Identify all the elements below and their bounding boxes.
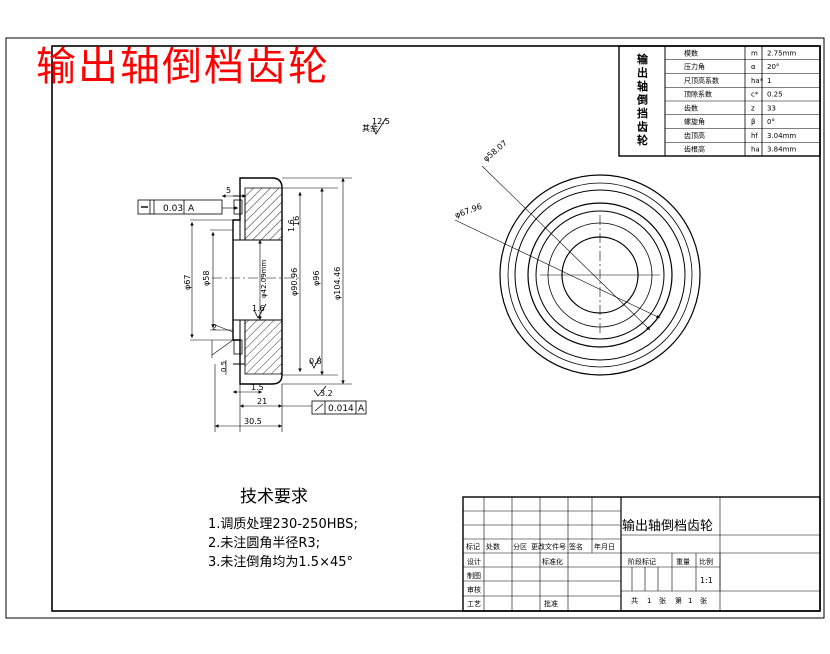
section-view: 0.03 A 0.014 A 12.5 其余 1.6 1.6 0.8 3.2 φ… bbox=[137, 117, 390, 432]
tb-header-label: 年月日 bbox=[594, 542, 615, 551]
tb-row-label: 制图 bbox=[467, 571, 481, 580]
dim-5: 5 bbox=[226, 186, 231, 195]
dim-phi96: φ96 bbox=[312, 271, 321, 286]
rough-main: 12.5 bbox=[372, 117, 390, 126]
param-value: 33 bbox=[767, 104, 776, 112]
param-symbol: ha bbox=[751, 146, 760, 154]
drawing-title: 输出轴倒档齿轮 bbox=[36, 44, 330, 90]
technical-notes: 技术要求 1.调质处理230-250HBS; 2.未注圆角半径R3; 3.未注倒… bbox=[208, 482, 358, 572]
dim-phi6796: φ67.96 bbox=[454, 202, 484, 220]
tb-stage-label: 比例 bbox=[699, 557, 713, 566]
param-symbol: m bbox=[751, 49, 758, 57]
notes-heading: 技术要求 bbox=[240, 487, 308, 507]
rough-08: 0.8 bbox=[309, 357, 322, 366]
tb-sheet-no-label: 第 bbox=[675, 596, 682, 605]
param-side-char: 轴 bbox=[637, 79, 648, 93]
rough-rest: 其余 bbox=[362, 123, 378, 133]
tol2-datum: A bbox=[358, 404, 365, 414]
tb-sheet-unit2: 张 bbox=[700, 596, 707, 605]
tb-stage-label: 阶段标记 bbox=[628, 557, 656, 566]
param-side-char: 出 bbox=[637, 66, 648, 80]
tol1-datum: A bbox=[188, 204, 195, 214]
dim-21: 21 bbox=[257, 397, 267, 406]
param-symbol: β bbox=[751, 118, 755, 126]
outer-border bbox=[5, 37, 825, 619]
tb-row-label: 工艺 bbox=[467, 600, 481, 608]
param-name: 尺顶高系数 bbox=[684, 76, 719, 85]
title-block: 输出轴倒档齿轮 标记处数 分区更改文件号签名 年月日 设计制图审核工艺 标准化 批准… bbox=[462, 496, 821, 612]
param-side-char: 倒 bbox=[636, 93, 648, 107]
tolerance-box-1: 0.03 A bbox=[137, 199, 238, 215]
note-item-3: 3.未注倒角均为1.5×45° bbox=[208, 555, 354, 570]
param-name: 齿顶高 bbox=[684, 131, 705, 140]
param-name: 齿根高 bbox=[684, 145, 705, 154]
param-value: 1 bbox=[767, 77, 771, 85]
tb-title: 输出轴倒档齿轮 bbox=[622, 518, 713, 534]
dim-phi5807: φ58.07 bbox=[482, 139, 509, 164]
dim-phi42: φ42.09mm bbox=[260, 260, 268, 298]
tb-approve: 批准 bbox=[544, 599, 558, 608]
dim-phi67: φ67 bbox=[183, 275, 192, 290]
rough-bore: 1.6 bbox=[252, 304, 265, 313]
tb-scale: 1:1 bbox=[700, 576, 713, 585]
param-name: 压力角 bbox=[684, 62, 705, 71]
dim-phi10446: φ104.46 bbox=[333, 267, 342, 300]
param-side-char: 输 bbox=[637, 52, 649, 66]
param-side-char: 齿 bbox=[637, 120, 648, 134]
tb-std: 标准化 bbox=[542, 557, 563, 566]
param-name: 顶隙系数 bbox=[684, 90, 712, 99]
param-symbol: z bbox=[751, 104, 755, 112]
tb-sheet-total: 1 bbox=[647, 597, 651, 605]
param-name: 齿数 bbox=[684, 103, 698, 112]
param-value: 0° bbox=[767, 118, 775, 126]
tb-header-label: 标记 bbox=[466, 542, 480, 551]
tb-header-label: 更改文件号 bbox=[531, 542, 566, 551]
param-name: 模数 bbox=[684, 48, 698, 57]
param-value: 3.04mm bbox=[767, 132, 796, 140]
param-symbol: ha* bbox=[751, 77, 764, 85]
dim-15: 1.5 bbox=[251, 383, 264, 392]
param-side-char: 轮 bbox=[637, 133, 648, 147]
gear-section-outline bbox=[232, 177, 283, 385]
param-name: 螺旋角 bbox=[684, 117, 705, 126]
rough-16: 1.6 bbox=[287, 219, 296, 232]
note-item-2: 2.未注圆角半径R3; bbox=[208, 536, 321, 551]
tb-sheet-total-label: 共 bbox=[631, 596, 638, 605]
tb-sheet-unit: 张 bbox=[659, 596, 666, 605]
dim-05: 0.5 bbox=[220, 361, 228, 372]
tolerance-box-2: 0.014 A bbox=[282, 400, 367, 415]
tb-header-label: 分区 bbox=[513, 542, 527, 551]
hatch-bottom bbox=[244, 319, 283, 375]
param-side-char: 挡 bbox=[637, 106, 648, 120]
tb-row-label: 审核 bbox=[467, 585, 481, 594]
note-item-1: 1.调质处理230-250HBS; bbox=[208, 517, 358, 532]
inner-border bbox=[51, 45, 821, 612]
tb-sheet-no: 1 bbox=[688, 597, 692, 605]
param-value: 3.84mm bbox=[767, 146, 796, 154]
dim-phi58: φ58 bbox=[202, 271, 211, 286]
roughness-symbols: 12.5 其余 1.6 1.6 0.8 3.2 bbox=[252, 117, 390, 398]
tb-header-label: 处数 bbox=[486, 542, 500, 551]
param-symbol: α bbox=[751, 63, 756, 71]
dim-16: 16 bbox=[292, 216, 301, 226]
hatch-top bbox=[244, 187, 283, 241]
dim-phi9096: φ90.96 bbox=[290, 268, 299, 296]
param-symbol: c* bbox=[751, 91, 759, 99]
param-symbol: hf bbox=[751, 132, 758, 140]
front-view: φ58.07 φ67.96 bbox=[454, 139, 701, 376]
param-value: 2.75mm bbox=[767, 49, 796, 57]
tol1-value: 0.03 bbox=[163, 204, 183, 214]
dim-305: 30.5 bbox=[244, 417, 262, 426]
tb-header-label: 签名 bbox=[569, 542, 583, 551]
tb-row-label: 设计 bbox=[467, 557, 481, 566]
rough-32: 3.2 bbox=[320, 389, 333, 398]
tol2-value: 0.014 bbox=[328, 404, 354, 414]
tb-stage-label: 重量 bbox=[676, 558, 690, 566]
dim-2: 2 bbox=[212, 323, 217, 332]
param-value: 0.25 bbox=[767, 91, 783, 99]
param-value: 20° bbox=[767, 63, 779, 71]
